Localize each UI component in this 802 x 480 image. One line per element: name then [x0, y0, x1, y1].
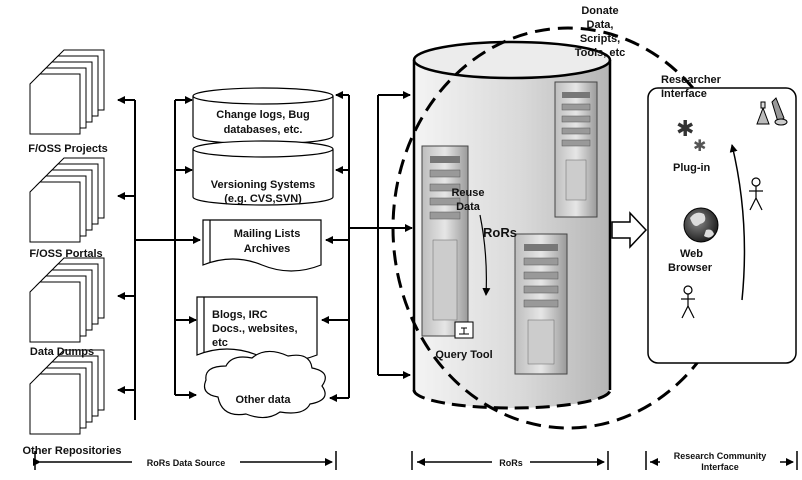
label-researcher-interface-1: Researcher	[661, 74, 722, 86]
document-stack-icon-dumps	[29, 257, 105, 343]
plugin-gears-icon: ✱ ✱	[676, 117, 706, 155]
label-foss-portals: F/OSS Portals	[29, 248, 102, 260]
label-query-tool: Query Tool	[435, 349, 492, 361]
other-data-cloud	[203, 350, 326, 419]
label-changelogs-1: Change logs, Bug	[216, 109, 310, 121]
mailing-document-shape	[202, 219, 322, 272]
svg-text:✱: ✱	[676, 117, 694, 142]
label-other-data: Other data	[235, 394, 291, 406]
label-versioning-1: Versioning Systems	[211, 179, 316, 191]
svg-text:✱: ✱	[693, 136, 706, 155]
blogs-document-shape	[196, 296, 318, 362]
server-tower-icon	[514, 233, 568, 375]
web-browser-globe-icon	[683, 207, 719, 243]
label-versioning-2: (e.g. CVS,SVN)	[224, 193, 302, 205]
label-browser: Browser	[668, 262, 713, 274]
query-tool-icon	[454, 321, 474, 339]
label-reuse-1: Reuse	[451, 187, 484, 199]
lab-flasks-icon	[756, 97, 788, 126]
middle-bracket-connector	[321, 91, 413, 402]
to-interface-arrow	[611, 211, 648, 249]
label-mailing-1: Mailing Lists	[234, 228, 301, 240]
donate-return-arrow	[729, 144, 746, 301]
label-donate-2: Data,	[587, 19, 614, 31]
user-stick-figure-icon	[749, 177, 763, 211]
label-foss-projects: F/OSS Projects	[28, 143, 107, 155]
label-other-repositories: Other Repositories	[22, 445, 121, 457]
label-researcher-interface-2: Interface	[661, 88, 707, 100]
researcher-interface-panel	[647, 87, 797, 364]
versioning-cylinder	[192, 140, 334, 206]
label-research-community-1: Research Community	[674, 451, 767, 461]
document-stack-icon-other-repos	[29, 349, 105, 435]
server-tower-icon	[421, 145, 469, 337]
bottom-range-bars	[33, 451, 798, 470]
label-mailing-2: Archives	[244, 243, 290, 255]
server-tower-icon	[554, 81, 598, 218]
label-research-community-2: Interface	[701, 462, 739, 472]
label-web: Web	[680, 248, 703, 260]
user-stick-figure-icon	[681, 285, 695, 319]
label-rors-center: RoRs	[483, 225, 517, 240]
label-donate-1: Donate	[581, 5, 618, 17]
changelogs-cylinder	[192, 87, 334, 145]
label-data-dumps: Data Dumps	[30, 346, 94, 358]
label-rors-bottom: RoRs	[499, 458, 523, 468]
document-stack-icon-projects	[29, 49, 105, 135]
label-blogs-3: etc	[212, 337, 228, 349]
label-donate-4: Tools, etc	[575, 47, 626, 59]
label-plugin: Plug-in	[673, 162, 711, 174]
label-rors-data-source: RoRs Data Source	[147, 458, 226, 468]
label-donate-3: Scripts,	[580, 33, 620, 45]
label-blogs-1: Blogs, IRC	[212, 309, 268, 321]
left-bracket-connector	[117, 96, 201, 420]
reuse-arrow	[479, 214, 491, 296]
label-blogs-2: Docs., websites,	[212, 323, 298, 335]
label-reuse-2: Data	[456, 201, 481, 213]
label-changelogs-2: databases, etc.	[224, 124, 303, 136]
document-stack-icon-portals	[29, 157, 105, 243]
